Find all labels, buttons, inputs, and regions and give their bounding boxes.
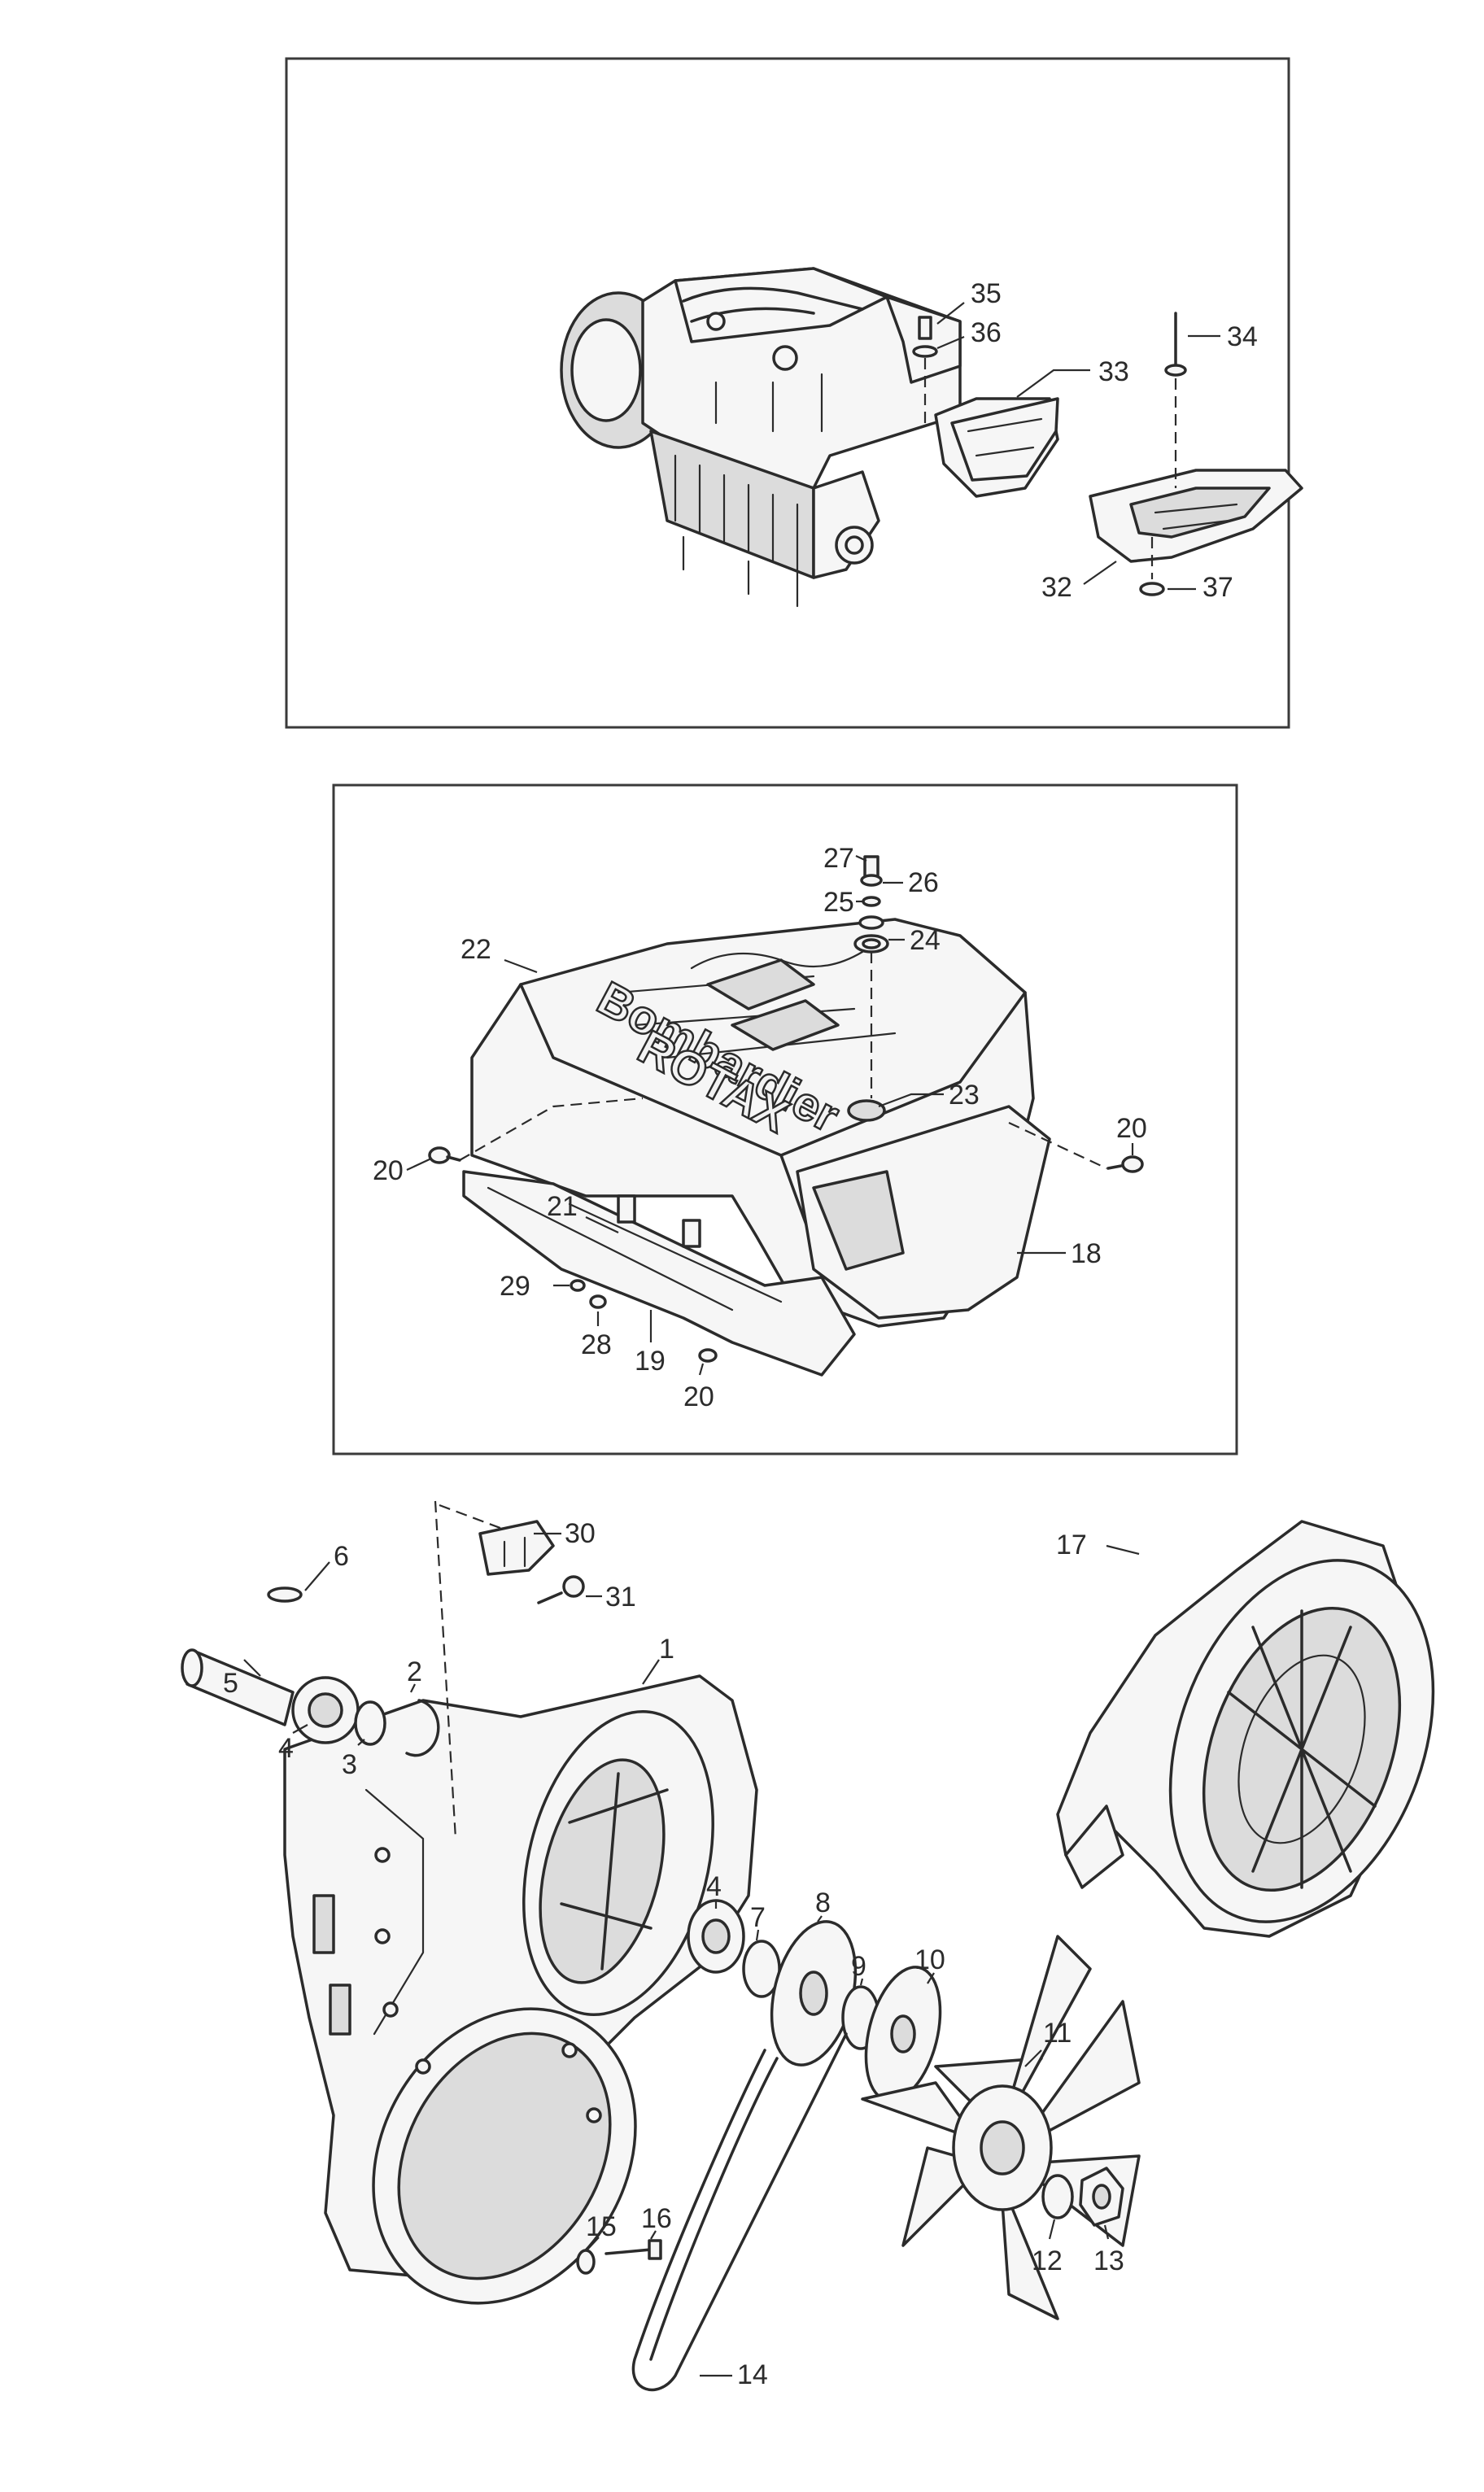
callout-23: 23 — [949, 1080, 980, 1111]
panel-fan-assembly: 6 30 31 1 2 5 4 3 17 4 7 8 9 10 11 15 16… — [181, 1500, 1435, 2392]
callout-30: 30 — [565, 1518, 596, 1549]
engine-block-illustration — [560, 267, 962, 608]
grommet-23 — [847, 1099, 886, 1122]
cover-rail-19 — [462, 1170, 856, 1377]
callout-8: 8 — [815, 1888, 831, 1918]
washer-37 — [1139, 582, 1165, 596]
callout-27: 27 — [823, 843, 854, 874]
callout-26: 26 — [908, 867, 939, 898]
panel-engine-cover-frame — [332, 783, 1238, 1455]
screw-31 — [537, 1575, 585, 1604]
screw-20-bottom — [698, 1348, 718, 1363]
callout-6: 6 — [334, 1541, 349, 1572]
circlip-2 — [405, 1699, 440, 1757]
air-intake-duct-33 — [934, 397, 1059, 498]
spacer-3 — [354, 1700, 386, 1746]
callout-32: 32 — [1041, 572, 1072, 603]
callout-2: 2 — [407, 1656, 422, 1687]
callout-34: 34 — [1227, 321, 1258, 352]
callout-28: 28 — [581, 1329, 612, 1360]
callout-20-bottom: 20 — [683, 1381, 714, 1412]
callout-7: 7 — [750, 1902, 766, 1933]
pulley-half-10 — [864, 1966, 942, 2102]
callout-36: 36 — [971, 317, 1002, 348]
bearing-4-lower — [687, 1899, 745, 1974]
callout-31: 31 — [605, 1582, 636, 1613]
fan-housing-1 — [283, 1674, 758, 2305]
screw-20-left — [428, 1146, 461, 1164]
callout-33: 33 — [1098, 356, 1129, 387]
callout-20-right: 20 — [1116, 1113, 1147, 1144]
callout-12: 12 — [1032, 2245, 1063, 2276]
callout-5: 5 — [223, 1668, 238, 1699]
drive-belt-14 — [631, 2032, 848, 2392]
pin-34 — [1164, 312, 1187, 377]
callout-11: 11 — [1043, 2018, 1072, 2049]
callout-17: 17 — [1056, 1530, 1087, 1560]
callout-10: 10 — [914, 1944, 945, 1975]
callout-16: 16 — [641, 2203, 672, 2234]
callout-20-left: 20 — [373, 1155, 404, 1186]
fan-shroud-17 — [1056, 1520, 1435, 1938]
nut-13 — [1079, 2167, 1124, 2227]
callout-29: 29 — [500, 1271, 530, 1302]
callout-3: 3 — [342, 1749, 357, 1780]
panel-intake: 35 36 34 33 32 37 — [285, 57, 1303, 729]
washer-15 — [576, 2249, 596, 2275]
callout-1: 1 — [659, 1634, 674, 1665]
cover-shroud-18 — [796, 1105, 1051, 1320]
screw-29 — [570, 1279, 586, 1292]
screw-35 — [912, 316, 938, 358]
shaft-5 — [181, 1648, 295, 1726]
callout-25: 25 — [823, 887, 854, 918]
key-6 — [267, 1586, 303, 1603]
fastener-stack-24-27 — [853, 855, 889, 954]
callout-22: 22 — [460, 934, 491, 965]
bolt-16 — [605, 2239, 662, 2260]
washer-12 — [1041, 2174, 1074, 2219]
callout-4-upper: 4 — [278, 1733, 294, 1764]
callout-9: 9 — [851, 1951, 866, 1982]
panel-engine-cover: Bombardier ROTAX — [332, 783, 1238, 1455]
callout-18: 18 — [1071, 1238, 1102, 1269]
pulley-half-8 — [770, 1920, 858, 2066]
screw-20-right — [1106, 1155, 1144, 1173]
callout-21: 21 — [547, 1191, 578, 1222]
air-intake-horn-32 — [1089, 469, 1303, 563]
callout-19: 19 — [635, 1346, 666, 1377]
callout-4-lower: 4 — [706, 1871, 722, 1902]
washer-28 — [589, 1294, 607, 1309]
callout-15: 15 — [586, 2211, 617, 2242]
callout-35: 35 — [971, 278, 1002, 309]
bracket-30 — [478, 1520, 555, 1576]
callout-24: 24 — [910, 925, 941, 956]
callout-14: 14 — [737, 2359, 768, 2390]
callout-37: 37 — [1202, 572, 1233, 603]
callout-13: 13 — [1093, 2245, 1124, 2276]
bearing-4-upper — [291, 1676, 360, 1744]
panel-intake-frame — [285, 57, 1290, 729]
